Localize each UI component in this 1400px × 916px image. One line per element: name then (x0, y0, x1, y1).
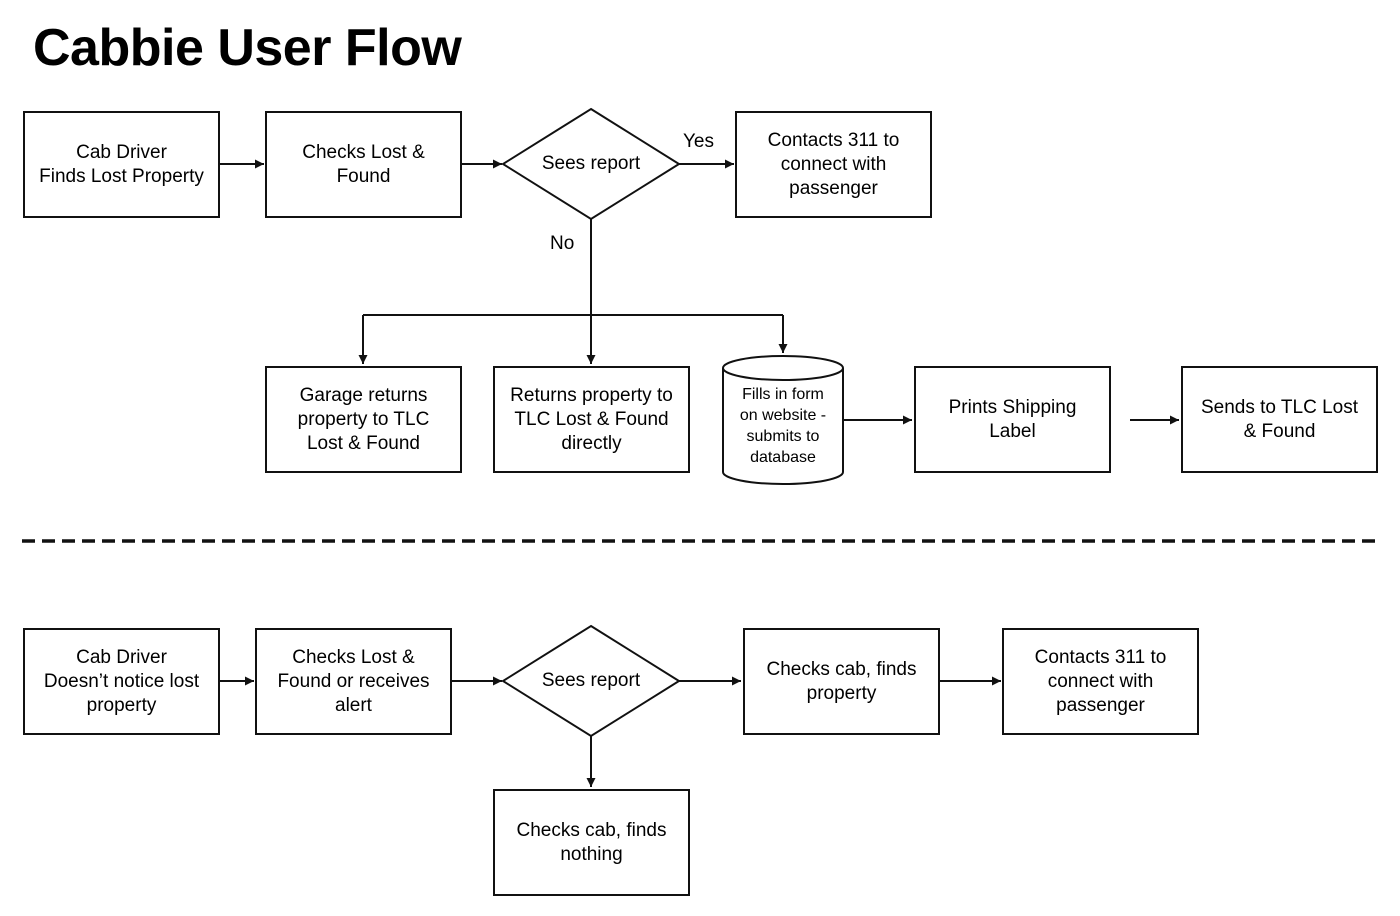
decision-diamond-bottom (501, 624, 681, 738)
database-cylinder (722, 355, 844, 485)
decision-sees-report: Sees report (541, 153, 641, 174)
node-garage-returns: Garage returns property to TLC Lost & Fo… (265, 366, 462, 473)
decision-diamond-top (501, 107, 681, 221)
node-b-cab-driver: Cab Driver Doesn’t notice lost property (23, 628, 220, 735)
node-b-checks-cab-nothing: Checks cab, finds nothing (493, 789, 690, 896)
decision-b-sees-report: Sees report (541, 670, 641, 691)
node-contacts-311: Contacts 311 to connect with passenger (735, 111, 932, 218)
node-b-contacts-311: Contacts 311 to connect with passenger (1002, 628, 1199, 735)
node-checks-lost-found: Checks Lost & Found (265, 111, 462, 218)
label-yes: Yes (683, 131, 714, 152)
node-returns-directly: Returns property to TLC Lost & Found dir… (493, 366, 690, 473)
node-cab-driver-finds: Cab Driver Finds Lost Property (23, 111, 220, 218)
node-b-checks-lost-found: Checks Lost & Found or receives alert (255, 628, 452, 735)
page-title: Cabbie User Flow (33, 19, 462, 77)
node-fills-form: Fills in form on website - submits to da… (739, 386, 827, 466)
node-sends-tlc: Sends to TLC Lost & Found (1181, 366, 1378, 473)
node-b-checks-cab-property: Checks cab, finds property (743, 628, 940, 735)
label-no: No (550, 233, 575, 254)
node-prints-label: Prints Shipping Label (914, 366, 1111, 473)
